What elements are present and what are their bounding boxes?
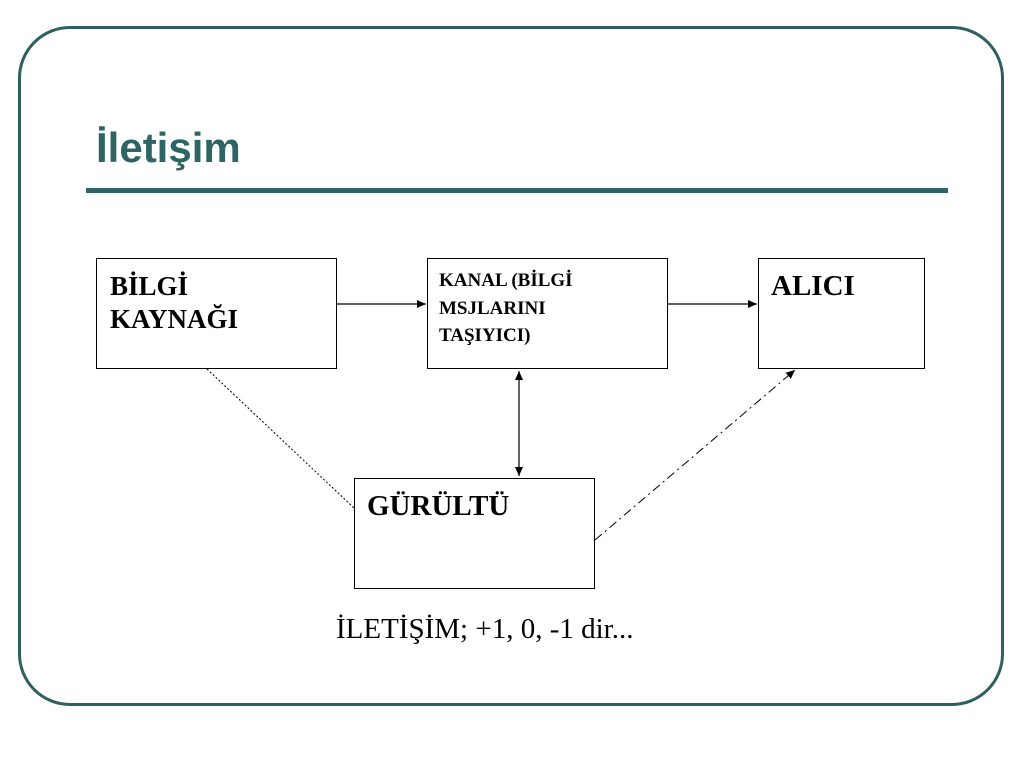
node-noise: GÜRÜLTÜ [354, 478, 595, 589]
node-noise-label: GÜRÜLTÜ [367, 489, 509, 524]
node-label-line: MSJLARINI [439, 297, 546, 319]
node-label-line: GÜRÜLTÜ [367, 490, 510, 522]
node-label-line: KANAL (BİLGİ [439, 270, 573, 291]
edge-source-noise-dotted [206, 368, 355, 509]
node-label-line: KAYNAĞI [110, 303, 239, 334]
node-label-line: TAŞIYICI) [439, 325, 531, 347]
node-information-source: BİLGİ KAYNAĞI [96, 258, 337, 369]
slide-caption: İLETİŞİM; +1, 0, -1 dir... [336, 613, 634, 645]
node-receiver: ALICI [758, 258, 925, 369]
slide-title: İletişim [96, 124, 241, 171]
node-channel: KANAL (BİLGİ MSJLARINI TAŞIYICI) [427, 258, 668, 369]
node-label-line: ALICI [771, 270, 855, 302]
edge-noise-to-receiver-dashdot [594, 369, 796, 541]
node-receiver-label: ALICI [771, 269, 855, 304]
node-label-line: BİLGİ [110, 271, 189, 301]
title-divider [86, 188, 948, 193]
node-information-source-label: BİLGİ KAYNAĞI [110, 270, 330, 336]
node-channel-label: KANAL (BİLGİ MSJLARINI TAŞIYICI) [439, 267, 659, 350]
slide-frame [18, 26, 1004, 706]
